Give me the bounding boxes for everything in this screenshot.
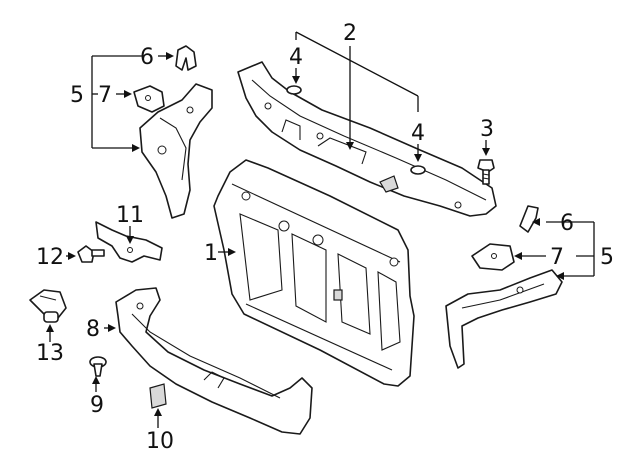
tag-10 [149, 383, 167, 409]
side-bracket-left [139, 83, 213, 219]
callout-4-right: 4 [411, 121, 425, 146]
push-pin-9 [89, 356, 107, 377]
callout-12: 12 [36, 245, 64, 270]
callout-6-left: 6 [140, 45, 154, 70]
callout-11: 11 [116, 203, 144, 228]
plate-7-right [471, 243, 515, 271]
callout-6-right: 6 [560, 211, 574, 236]
callout-7-left: 7 [98, 83, 112, 108]
bolt-3 [477, 159, 495, 185]
plate-7-left [133, 85, 165, 113]
leader-lines [46, 31, 595, 428]
callout-2: 2 [343, 21, 357, 46]
callout-10: 10 [146, 429, 174, 454]
callout-5-left: 5 [70, 83, 84, 108]
upper-tie-bar [237, 61, 497, 217]
callout-1: 1 [204, 241, 218, 266]
plug-4-right [410, 165, 426, 175]
callout-7-right: 7 [550, 245, 564, 270]
callout-8: 8 [86, 317, 100, 342]
lower-tie-bar [115, 287, 313, 435]
callout-3: 3 [480, 117, 494, 142]
callout-9: 9 [90, 393, 104, 418]
callout-labels: 1 2 3 4 4 5 5 6 6 7 7 8 9 10 11 12 13 [36, 21, 614, 454]
bolt-12 [77, 245, 105, 263]
radiator-support [213, 159, 415, 387]
callout-13: 13 [36, 341, 64, 366]
side-bracket-right [445, 269, 563, 369]
sensor-13 [29, 289, 67, 323]
callout-5-right: 5 [600, 245, 614, 270]
plug-4-left [286, 85, 302, 95]
clip-6-right [519, 205, 539, 233]
callout-4-left: 4 [289, 45, 303, 70]
clip-6-left [175, 45, 197, 71]
